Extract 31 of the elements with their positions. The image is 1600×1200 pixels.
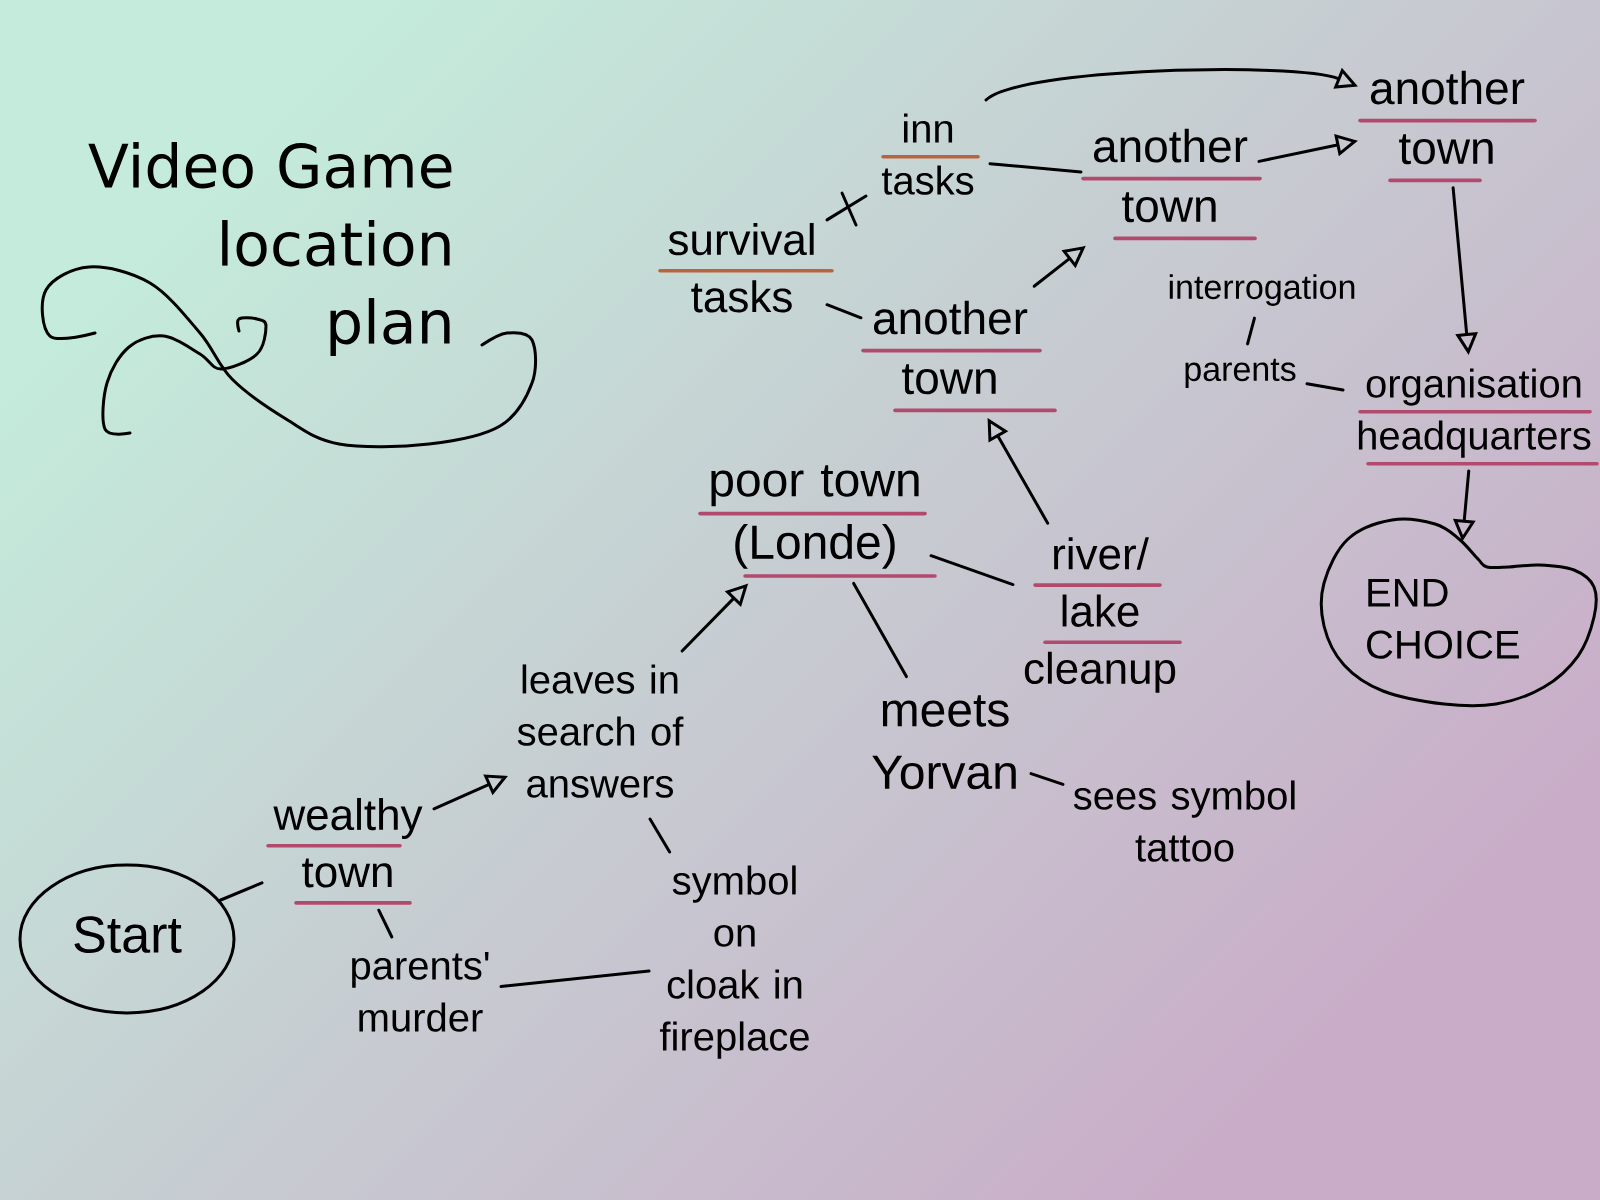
connector-line	[825, 303, 863, 320]
connector-line	[499, 969, 651, 989]
connector-line	[825, 194, 868, 222]
connector-line	[218, 881, 264, 902]
underlined-label: another town	[1358, 70, 1537, 183]
connector-line	[1305, 382, 1345, 392]
underlined-label: river/ lake cleanup	[1024, 537, 1182, 693]
underlined-label: inn tasks	[881, 113, 980, 195]
text-label: parents' murder	[352, 951, 489, 1032]
underlined-label: wealthy town	[266, 797, 423, 905]
text-label: meets Yorvan	[872, 695, 1016, 790]
text-label: interrogation	[1169, 274, 1355, 306]
text-label: sees symbol tattoo	[1073, 780, 1295, 862]
connector-line	[988, 162, 1083, 174]
connector-line	[929, 554, 1015, 587]
blob-node: END CHOICE	[1319, 517, 1598, 708]
underlined-label: another town	[861, 300, 1057, 413]
underlined-label: organisation headquarters	[1358, 368, 1599, 466]
underlined-label: poor town (Londe)	[698, 465, 937, 578]
text-label: symbol on cloak in fireplace	[660, 865, 809, 1059]
text-label: leaves in search of answers	[517, 664, 684, 798]
text-label: parents	[1185, 358, 1296, 388]
connector-line	[852, 581, 908, 679]
connector-line	[648, 817, 672, 854]
connector-line	[377, 908, 394, 939]
title: Video Game location plan	[88, 142, 452, 357]
ellipse-node: Start	[18, 863, 236, 1015]
connector-line	[1246, 316, 1256, 346]
connector-line	[1029, 772, 1065, 786]
underlined-label: another town	[1081, 128, 1262, 241]
underlined-label: survival tasks	[658, 222, 834, 313]
